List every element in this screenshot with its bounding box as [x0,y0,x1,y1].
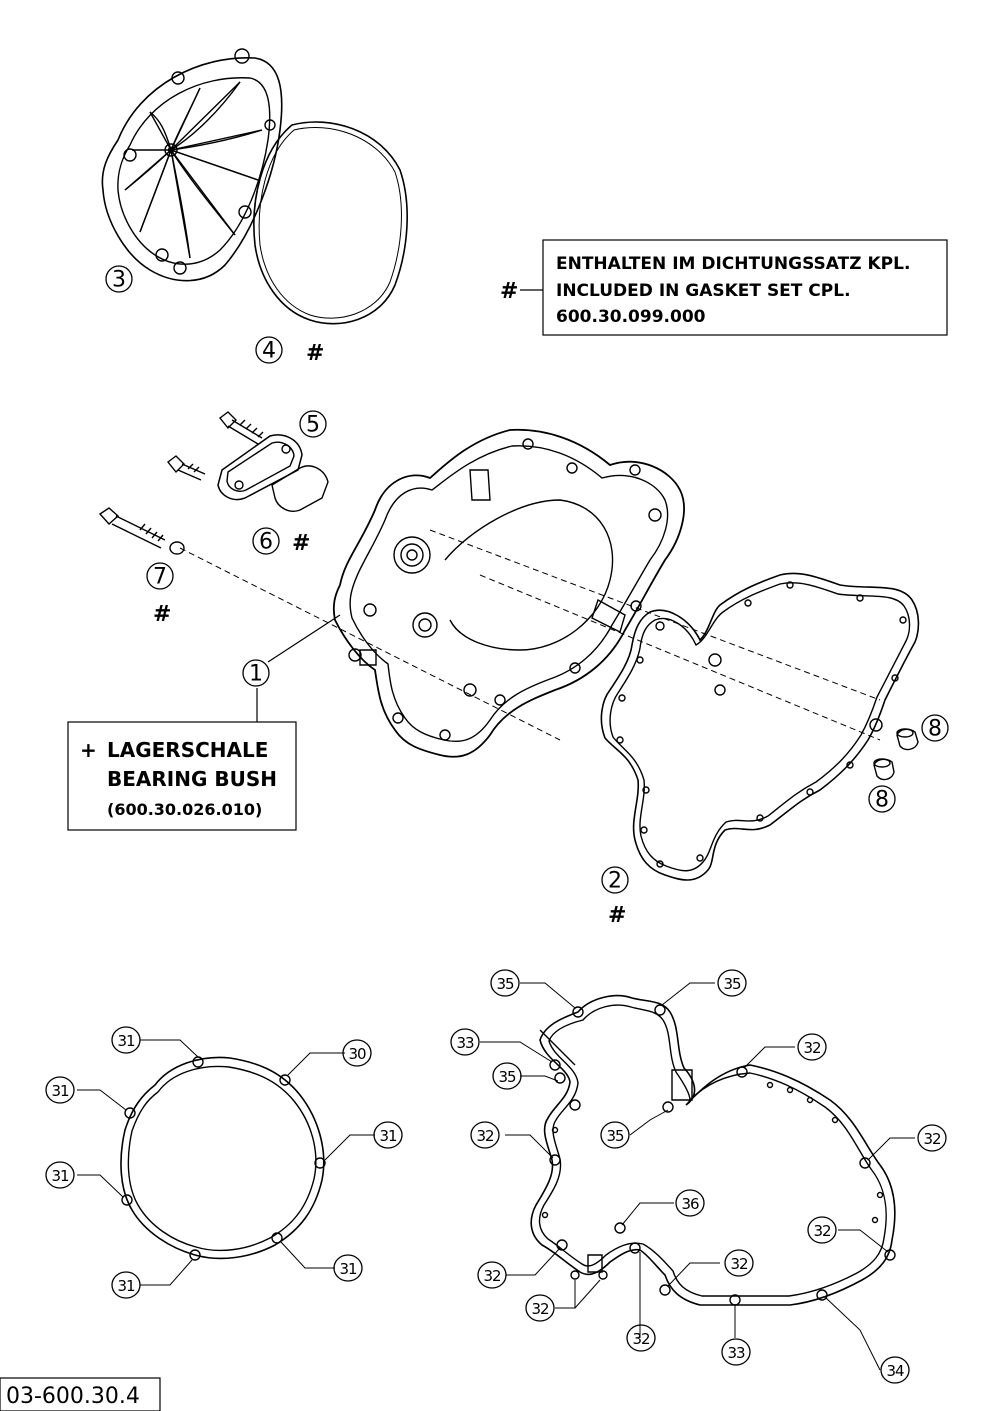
bearing-part-number: (600.30.026.010) [107,800,262,819]
right-gasket-callout-label: 32 [803,1039,821,1057]
right-gasket-callout-circle [917,1124,947,1152]
bearing-plus-sign: + [80,738,97,762]
callout-1: 1 [249,662,263,687]
right-gasket-callout-circle [470,1121,500,1149]
callout-6: 6 [259,530,273,555]
left-gasket-callout-label: 31 [51,1167,69,1185]
right-gasket-callout-circle [600,1121,630,1149]
clutch-cover-drawing [101,48,283,282]
right-gasket-callout-label: 32 [813,1222,831,1240]
left-gasket-callout-circle [45,1076,75,1104]
callout-7: 7 [153,565,167,590]
hash-mark-part-6: # [292,531,310,556]
callout-4: 4 [262,339,276,364]
screw-set-drawing [98,411,329,555]
right-gasket-callout-circle [450,1028,480,1056]
left-gasket-callout-circle [111,1271,141,1299]
gasket-set-line-2: INCLUDED IN GASKET SET CPL. [556,281,851,301]
left-gasket-callout-label: 30 [348,1045,366,1063]
left-gasket-callout-label: 31 [379,1127,397,1145]
gasket-set-part-number: 600.30.099.000 [556,307,706,327]
right-gasket-callout-circle [721,1338,751,1366]
right-gasket-callout-circle [626,1324,656,1352]
right-gasket-callout-label: 33 [727,1344,745,1362]
left-gasket-callout-circle [342,1039,372,1067]
right-gasket-callout-circle [675,1189,705,1217]
hash-mark-part-4: # [306,341,324,366]
right-gasket-callout-label: 36 [681,1195,699,1213]
left-gasket-callout-circle [111,1026,141,1054]
callout-8-lower: 8 [875,788,889,813]
diagram-code: 03-600.30.4 [6,1384,140,1409]
left-gasket-callout-circle [373,1121,403,1149]
right-gasket-callout-circle [717,969,747,997]
clutch-cover-gasket-drawing [120,1056,326,1261]
right-gasket-callout-circle [525,1294,555,1322]
left-gasket-callout-label: 31 [117,1277,135,1295]
left-gasket-callout-label: 31 [339,1260,357,1278]
gasket-set-line-1: ENTHALTEN IM DICHTUNGSSATZ KPL. [556,254,910,274]
right-gasket-callout-label: 33 [456,1034,474,1052]
right-gasket-callout-label: 34 [886,1362,904,1380]
o-ring-drawing [253,121,408,325]
callout-2: 2 [608,869,622,894]
bearing-bush-box [67,721,297,831]
right-gasket-callout-circle [477,1261,507,1289]
callout-8-upper: 8 [928,717,942,742]
right-gasket-callout-circle [880,1356,910,1384]
right-gasket-callout-circle [807,1216,837,1244]
right-gasket-callout-label: 35 [723,975,741,993]
cover-gasket-drawing [600,572,920,881]
bearing-line-1: LAGERSCHALE [107,738,268,762]
right-gasket-callout-label: 35 [496,975,514,993]
left-gasket-callout-circle [333,1254,363,1282]
bearing-bush-drawing [873,728,919,781]
right-gasket-callout-label: 35 [498,1068,516,1086]
right-gasket-callout-label: 35 [606,1127,624,1145]
left-gasket-callout-label: 31 [51,1082,69,1100]
right-gasket-callout-label: 32 [476,1127,494,1145]
gasket-set-box [542,239,948,336]
hash-mark-legend: # [500,279,518,304]
right-gasket-callout-label: 32 [923,1130,941,1148]
right-gasket-callout-circle [797,1033,827,1061]
right-gasket-callout-circle [490,969,520,997]
right-gasket-callout-label: 32 [730,1255,748,1273]
hash-mark-part-2: # [608,903,626,928]
left-gasket-callout-label: 31 [117,1032,135,1050]
callout-3: 3 [112,268,126,293]
right-gasket-callout-label: 32 [531,1300,549,1318]
right-gasket-callout-label: 32 [632,1330,650,1348]
engine-cover-gasket-drawing [530,994,896,1306]
callout-5: 5 [306,413,320,438]
left-gasket-callout-circle [45,1161,75,1189]
right-gasket-callout-circle [492,1062,522,1090]
bearing-line-2: BEARING BUSH [107,767,277,791]
right-gasket-callout-label: 32 [483,1267,501,1285]
hash-mark-part-7: # [153,602,171,627]
right-gasket-callout-circle [724,1249,754,1277]
engine-cover-drawing [332,428,685,758]
